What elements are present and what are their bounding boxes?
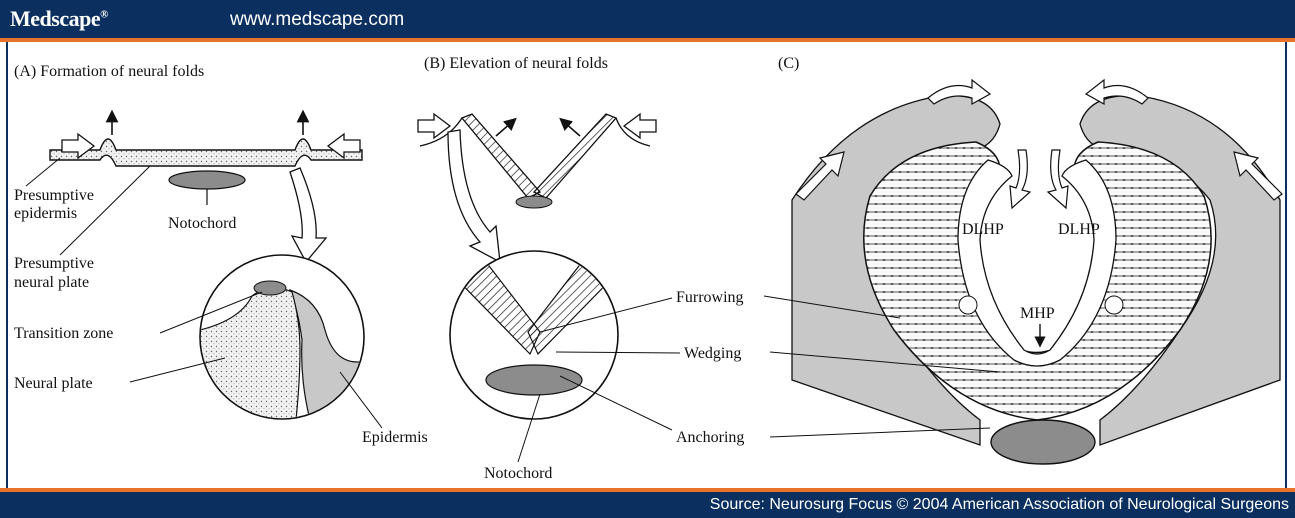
label-epidermis: Epidermis (362, 429, 428, 446)
panel-c-title: (C) (778, 55, 799, 72)
notochord-c (991, 420, 1095, 464)
label-dlhp-left: DLHP (962, 221, 1004, 238)
label-furrowing: Furrowing (676, 289, 744, 306)
notochord-b-small (516, 196, 552, 208)
magnify-arrow-a (290, 168, 326, 262)
panel-b: (B) Elevation of neural folds Notochord … (418, 55, 744, 482)
fold-right-arm (534, 114, 616, 198)
label-mhp: MHP (1020, 305, 1055, 322)
label-presumptive-epidermis-2: epidermis (14, 205, 77, 222)
label-notochord-b: Notochord (484, 465, 552, 482)
label-neural-plate: Neural plate (14, 375, 93, 392)
label-presumptive-epidermis: Presumptive (14, 187, 94, 204)
arrow-dlhp-left (1010, 150, 1030, 208)
label-notochord-a: Notochord (168, 215, 236, 232)
panel-a: (A) Formation of neural folds Presumptiv… (14, 63, 428, 446)
footer-bar: Source: Neurosurg Focus © 2004 American … (0, 492, 1295, 518)
panel-a-title: (A) Formation of neural folds (14, 63, 204, 80)
label-wedging: Wedging (684, 345, 741, 362)
panel-b-title: (B) Elevation of neural folds (424, 55, 608, 72)
notochord-a (169, 171, 245, 189)
neural-plate-strip (50, 139, 362, 166)
panel-c: (C) DLHP DLHP MHP (764, 55, 1282, 464)
label-anchoring: Anchoring (676, 429, 744, 446)
neural-tube-diagram: (A) Formation of neural folds Presumptiv… (0, 0, 1295, 488)
label-dlhp-right: DLHP (1058, 221, 1100, 238)
inward-arrow-b-right (624, 114, 656, 138)
label-transition-zone: Transition zone (14, 325, 113, 342)
label-presumptive-neural-plate: Presumptive (14, 255, 94, 272)
inward-arrow-b-left (418, 114, 450, 138)
source-credit: Source: Neurosurg Focus © 2004 American … (710, 496, 1289, 514)
fold-left-arm (462, 114, 540, 198)
label-presumptive-neural-plate-2: neural plate (14, 274, 89, 291)
